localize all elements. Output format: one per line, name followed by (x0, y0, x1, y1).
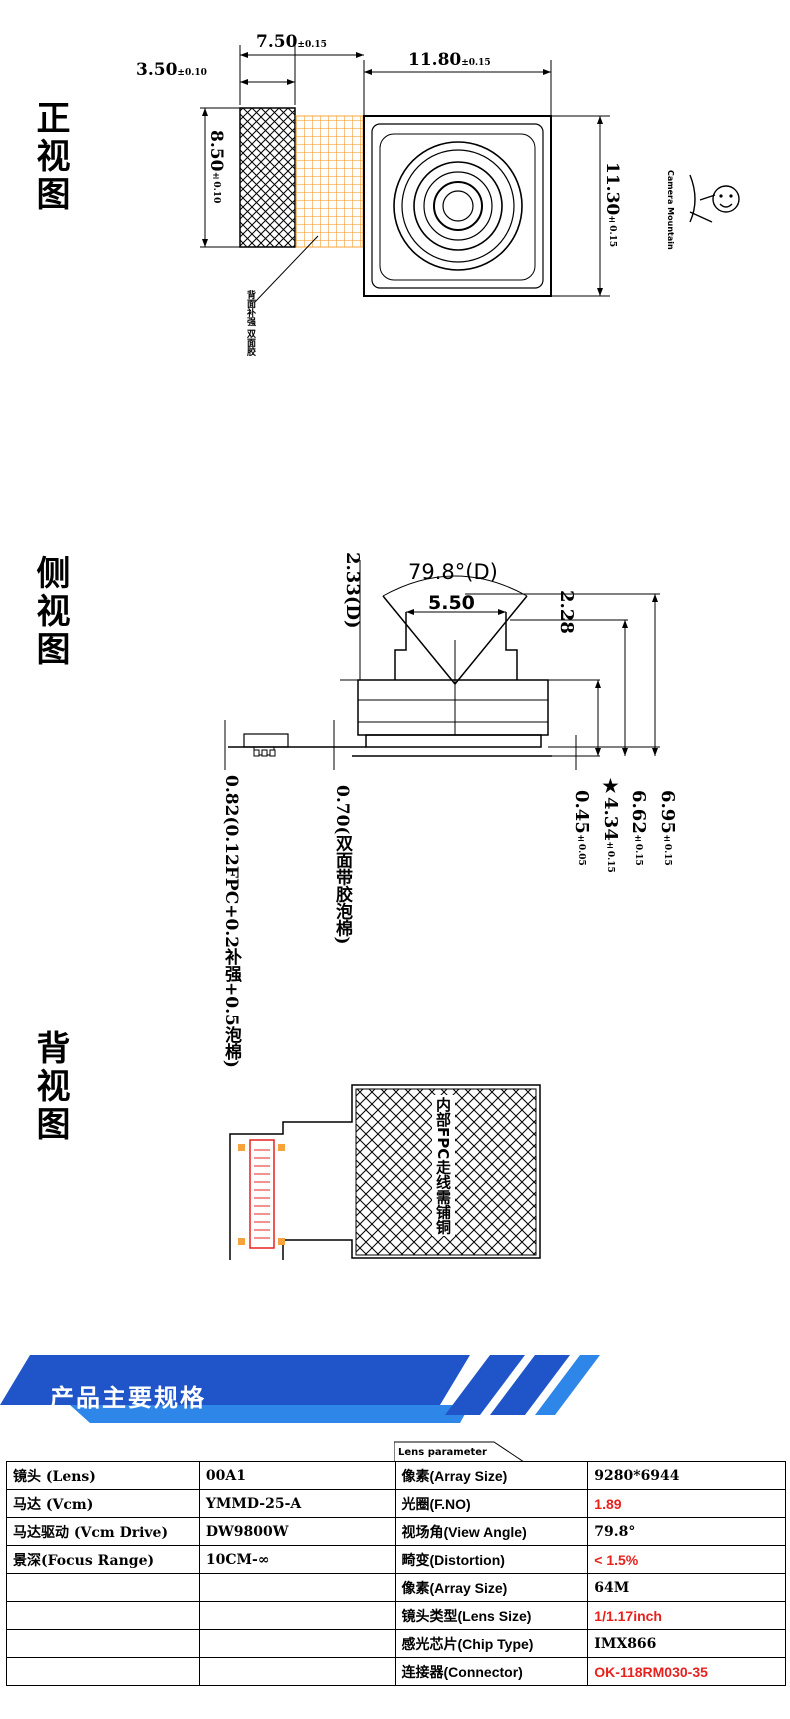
dim-h2: 6.62±0.15 (628, 790, 649, 866)
spec-right-value: OK-118RM030-35 (587, 1657, 786, 1686)
spec-right-value: 64M (587, 1573, 786, 1602)
fpc-thickness-note: 0.82(0.12FPC+0.2补强+0.5泡棉) (221, 775, 241, 1068)
spec-row: 景深(Focus Range)10CM-∞畸变(Distortion)< 1.5… (6, 1545, 786, 1574)
spec-left-value (198, 1657, 396, 1686)
dim-mid-width: 7.50±0.15 (256, 32, 327, 52)
spec-right-value: IMX866 (587, 1629, 786, 1658)
side-view-d-top: 2.33(D) (342, 552, 363, 629)
spec-right-value: < 1.5% (587, 1545, 786, 1574)
spec-right-label: 畸变(Distortion) (394, 1545, 589, 1574)
spec-left-value: YMMD-25-A (198, 1489, 396, 1518)
side-view-top-right: 2.28 (556, 590, 577, 634)
spec-right-label: 视场角(View Angle) (394, 1517, 589, 1546)
dim-left-height: 8.50±0.10 (206, 130, 226, 204)
spec-right-value: 9280*6944 (587, 1461, 786, 1490)
side-view-label: 侧视图 (30, 555, 70, 669)
side-view-aperture: 5.50 (428, 592, 475, 614)
spec-left-value (198, 1573, 396, 1602)
front-view-label: 正视图 (30, 100, 70, 214)
spec-row: 像素(Array Size)64M (6, 1573, 786, 1602)
spec-left-label (6, 1629, 200, 1658)
spec-right-value: 1.89 (587, 1489, 786, 1518)
spec-right-label: 光圈(F.NO) (394, 1489, 589, 1518)
spec-left-label (6, 1657, 200, 1686)
spec-left-value: DW9800W (198, 1517, 396, 1546)
dim-h4: 0.45±0.05 (571, 790, 592, 866)
spec-left-value (198, 1601, 396, 1630)
spec-right-label: 像素(Array Size) (394, 1573, 589, 1602)
spec-left-value: 10CM-∞ (198, 1545, 396, 1574)
side-view-drawing (224, 560, 660, 770)
back-view-inner-text: 内部FPC走线需铺铜 (432, 1095, 455, 1237)
spec-right-label: 感光芯片(Chip Type) (394, 1629, 589, 1658)
spec-row: 连接器(Connector)OK-118RM030-35 (6, 1657, 786, 1686)
dim-lens-height: 11.30±0.15 (602, 162, 622, 248)
dim-h3: ★4.34±0.15 (600, 776, 621, 873)
brand-logo-text: Camera Mountain (666, 170, 675, 250)
back-view-drawing (229, 1084, 541, 1260)
spec-right-label: 像素(Array Size) (394, 1461, 589, 1490)
spec-left-label: 景深(Focus Range) (6, 1545, 200, 1574)
lens-parameter-tab (394, 1441, 525, 1462)
dim-lens-width: 11.80±0.15 (408, 50, 491, 70)
spec-left-label: 马达驱动 (Vcm Drive) (6, 1517, 200, 1546)
spec-left-label (6, 1601, 200, 1630)
spec-left-label (6, 1573, 200, 1602)
dim-left-width: 3.50±0.10 (136, 60, 207, 80)
lens-parameter-label: Lens parameter (398, 1447, 487, 1458)
spec-left-value (198, 1629, 396, 1658)
spec-banner-title: 产品主要规格 (50, 1384, 206, 1412)
front-view-drawing (200, 45, 740, 303)
spec-right-label: 镜头类型(Lens Size) (394, 1601, 589, 1630)
tape-thickness-note: 0.70(双面带胶泡棉) (332, 785, 352, 945)
spec-row: 镜头类型(Lens Size)1/1.17inch (6, 1601, 786, 1630)
spec-right-label: 连接器(Connector) (394, 1657, 589, 1686)
spec-left-label: 镜头 (Lens) (6, 1461, 200, 1490)
spec-right-value: 79.8° (587, 1517, 786, 1546)
stiffener-callout: 背面补强 双面胶 (245, 290, 255, 357)
back-view-label: 背视图 (30, 1030, 70, 1144)
spec-left-value: 00A1 (198, 1461, 396, 1490)
spec-right-value: 1/1.17inch (587, 1601, 786, 1630)
side-view-angle: 79.8°(D) (408, 560, 498, 584)
dim-h1: 6.95±0.15 (657, 790, 678, 866)
spec-left-label: 马达 (Vcm) (6, 1489, 200, 1518)
spec-row: 感光芯片(Chip Type)IMX866 (6, 1629, 786, 1658)
spec-banner-graphic (0, 1355, 600, 1423)
